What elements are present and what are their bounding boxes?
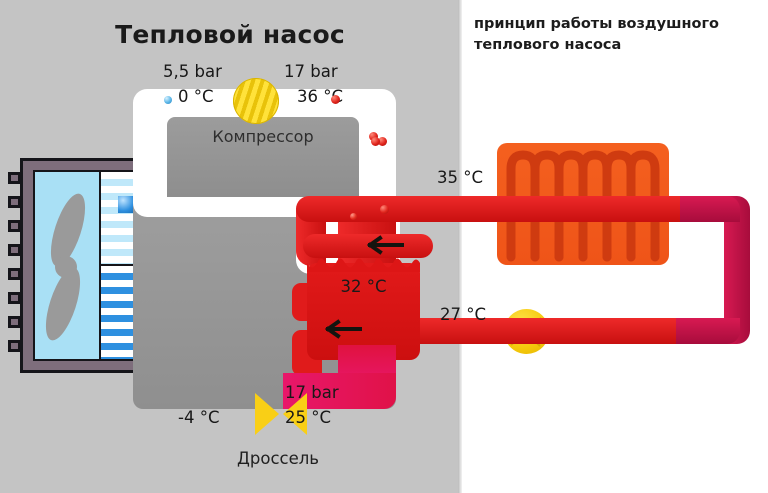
diagram-caption: принцип работы воздушного теплового насо… [474, 16, 720, 54]
evaporator-fin [8, 244, 21, 256]
water-return-temp-label: 27 °C [440, 305, 487, 324]
evaporator-fin [8, 196, 21, 208]
compressor-label: Компрессор [212, 127, 314, 146]
condenser-body: 32 °C [307, 263, 420, 360]
cold-indicator-dot [164, 96, 172, 104]
evaporator-fin [8, 220, 21, 232]
throttle-label: Дроссель [236, 449, 320, 468]
throttle-valve-icon [255, 393, 307, 435]
compressor-motor-icon [233, 78, 279, 124]
refrigerant-marker [378, 137, 387, 146]
liquid-pressure-label: 17 bar [285, 383, 339, 402]
condenser-temp-label: 32 °C [340, 277, 387, 296]
fan-icon [45, 193, 86, 341]
evaporator-fin [8, 292, 21, 304]
fan-compartment [35, 172, 101, 359]
discharge-pressure-label: 17 bar [284, 62, 338, 81]
evaporator-fin [8, 340, 21, 352]
evaporator-fin [8, 268, 21, 280]
hot-indicator-dot [371, 137, 380, 146]
liquid-temp-label: 25 °C [285, 408, 332, 427]
suction-temp-label: 0 °C [178, 87, 214, 106]
radiator-coil-icon [506, 150, 660, 262]
panel-divider [458, 0, 462, 493]
refrigerant-marker [380, 205, 389, 214]
diagram-title: Тепловой насос [115, 20, 345, 49]
flow-arrow-left-upper [367, 235, 404, 255]
suction-pressure-label: 5,5 bar [163, 62, 222, 81]
evaporator-sensor-icon [118, 196, 135, 213]
refrigerant-marker [369, 132, 378, 141]
evaporator-fin [8, 172, 21, 184]
compressor-body [167, 117, 359, 197]
hot-indicator-dot [331, 95, 340, 104]
flow-arrow-left-lower [325, 319, 362, 339]
evaporator-fin [8, 316, 21, 328]
condenser-zigzag-edge [307, 258, 420, 272]
hot-gas-supply-pipe [380, 196, 680, 222]
water-supply-temp-label: 35 °C [437, 168, 484, 187]
evaporator-temp-label: -4 °C [178, 408, 220, 427]
refrigerant-marker [350, 213, 357, 220]
